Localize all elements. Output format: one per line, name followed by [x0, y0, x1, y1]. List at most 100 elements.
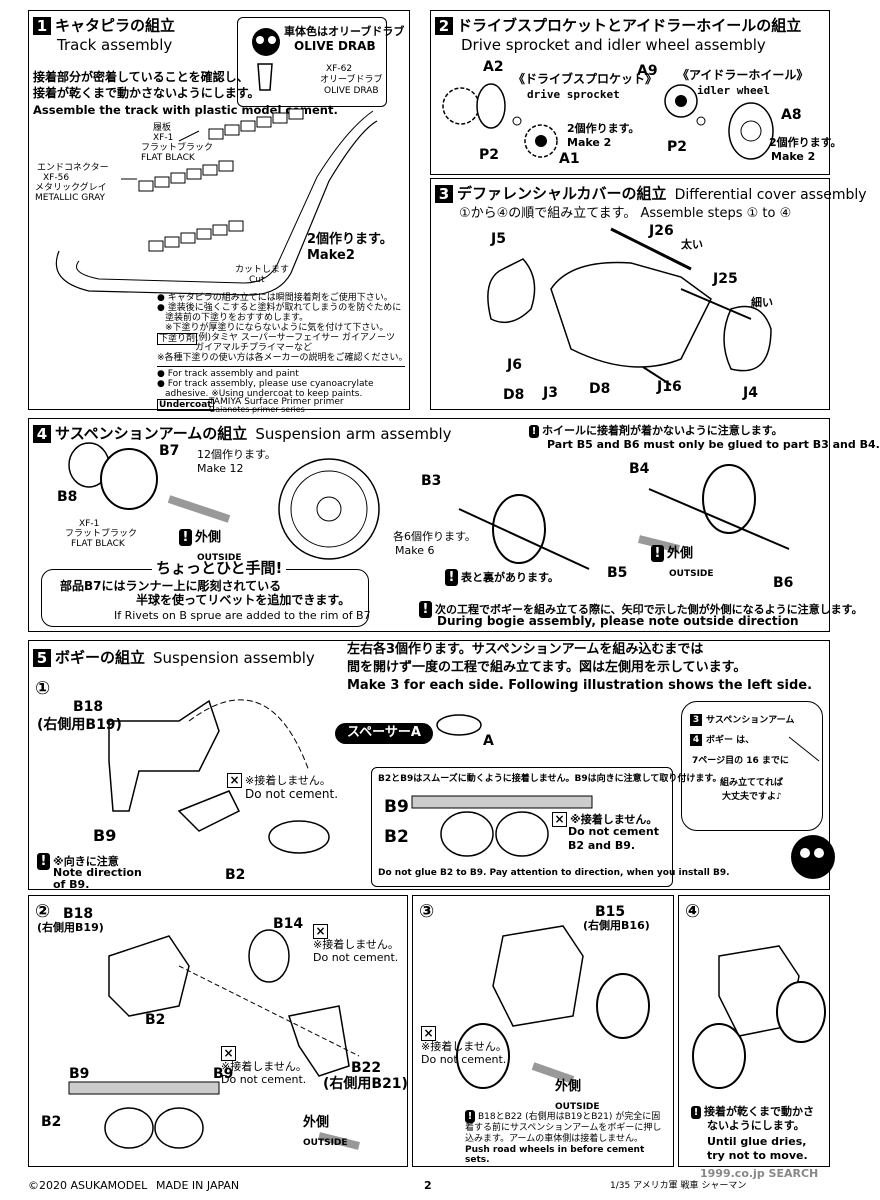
intro-en: Assemble the track with plastic model ce… [33, 103, 338, 117]
side-note-4: 組み立ててれば [720, 778, 784, 788]
mascot-pointer-icon [791, 835, 835, 879]
detail-no-cement: ×※接着しません。 [552, 812, 657, 827]
part-a2: A2 [483, 59, 504, 75]
detail-b9: B9 [384, 797, 409, 817]
shoe-en: FLAT BLACK [141, 153, 195, 163]
sprocket-jp: 《ドライブスプロケット》 [513, 72, 658, 86]
detail-en: Do not glue B2 to B9. Pay attention to d… [378, 868, 730, 878]
diff-cover-illustration [487, 227, 772, 386]
sprocket-en: drive sprocket [527, 88, 620, 101]
no-cement-icon: × [227, 773, 242, 788]
thin-label: 細い [751, 296, 773, 309]
sub1-number: ① [35, 678, 51, 699]
part-j16: J16 [657, 379, 682, 395]
sub3-b15: B15 [595, 904, 626, 920]
part-p2-left: P2 [479, 147, 500, 163]
make12-en: Make 12 [197, 462, 244, 475]
sub2-b9-left: B9 [69, 1066, 90, 1082]
track-illustration [55, 108, 378, 296]
flat-code: XF-1 [79, 519, 100, 529]
part-b2: B2 [225, 867, 246, 883]
paint-jp: オリーブドラブ [320, 75, 383, 85]
end-jp: メタリックグレイ [35, 183, 107, 193]
note-jp-1: ● キャタピラの組み立てには瞬間接着剤をご使用下さい。 [157, 293, 393, 303]
footer-copyright: ©2020 ASUKAMODEL [28, 1179, 148, 1192]
paint-code: XF-62 [326, 64, 353, 74]
part-d8-left: D8 [503, 387, 525, 403]
shoe-jp: フラットブラック [141, 143, 214, 153]
note-jp-7: ※各種下塗りの使い方は各メーカーの説明をご確認ください。 [157, 353, 408, 363]
direction-en-2: of B9. [53, 878, 90, 891]
tip-box: ちょっとひと手間! 部品B7にはランナー上に彫刻されている 半球を使ってリベット… [41, 559, 371, 627]
footer-watermark: 1999.co.jp SEARCH [700, 1167, 819, 1180]
bogie-illustration-1 [108, 699, 820, 854]
step5-sub2-panel: ② B18 (右側用B19) B14 ×※接着しません。Do not cemen… [28, 895, 408, 1167]
part-j3: J3 [543, 385, 558, 401]
part-b4: B4 [629, 461, 650, 477]
suspension-arm-illustration [68, 442, 790, 570]
sub2-b14: B14 [273, 916, 304, 932]
bogie-illustration-3 [456, 925, 650, 1089]
tip-title: ちょっとひと手間! [152, 559, 287, 578]
detail-b2: B2 [384, 827, 409, 847]
cut-en: Cut [249, 275, 265, 285]
intro-jp-2: 接着が乾くまで動かさないようにします。 [33, 86, 260, 100]
step5-intro-jp-2: 間を開けず一度の工程で組み立てます。図は左側用を示しています。 [347, 660, 747, 675]
end-en: METALLIC GRAY [35, 193, 106, 203]
sub4-note-jp-2: ないようにします。 [707, 1119, 805, 1132]
side-note-3: 7ページ目の 16 までに [692, 756, 789, 766]
part-a8: A8 [781, 107, 802, 123]
detail-illustration [411, 795, 593, 857]
sub4-note-en-2: try not to move. [707, 1149, 808, 1162]
sub2-b22-right: (右側用B21) [323, 1076, 408, 1092]
shoe-code: XF-1 [153, 133, 174, 143]
color-note-box: 車体色はオリーブドラブ OLIVE DRAB XF-62 オリーブドラブ OLI… [237, 17, 404, 107]
part-b7: B7 [159, 443, 180, 459]
sub3-note: !B18とB22 (右側用はB19とB21) が完全に固着する前にサスペンション… [465, 1110, 662, 1166]
intro-jp-1: 接着部分が密着していることを確認し、 [33, 70, 249, 84]
paint-en: OLIVE DRAB [324, 86, 379, 96]
make2-jp: 2個作ります。 [307, 232, 393, 247]
note-jp-3: 塗装前の下塗りをおすすめします。 [165, 313, 309, 323]
part-b6: B6 [773, 575, 794, 591]
make2-en: Make2 [307, 248, 355, 263]
notes-divider [157, 366, 405, 367]
part-b18-right: (右側用B19) [37, 717, 122, 733]
bogie-note-en: During bogie assembly, please note outsi… [437, 614, 799, 628]
step5-intro-jp-1: 左右各3個作ります。サスペンションアームを組み込むまでは [347, 642, 704, 657]
make6-jp: 各6個作ります。 [393, 530, 476, 543]
step5-sub4-panel: ④ !接着が乾くまで動かさ ないようにします。 Until glue dries… [678, 895, 830, 1167]
bogie-note-jp: !次の工程でボギーを組み立てる際に、矢印で示した側が外側になるように注意します。 [419, 601, 863, 618]
detail-no-cement-en-1: Do not cement [568, 825, 659, 838]
undercoat-en-label: Undercoat [157, 399, 214, 412]
step3-sub: ①から④の順で組み立てます。 Assemble steps ① to ④ [459, 206, 792, 221]
part-j4: J4 [743, 385, 758, 401]
sub2-b22: B22 [351, 1060, 382, 1076]
part-p2-right: P2 [667, 139, 688, 155]
part-b9: B9 [93, 826, 117, 845]
flat-en: FLAT BLACK [71, 539, 125, 549]
note-en-3: adhesive. ※Using undercoat to keep paint… [165, 389, 363, 399]
note-jp-2: ● 塗装後に強くこすると塗料が取れてしまうのを防ぐために [157, 303, 402, 313]
step5-sub3-panel: ③ B15 (右側用B16) ×※接着しません。Do not cement. 外… [412, 895, 674, 1167]
sub2-b2-bottom: B2 [41, 1114, 62, 1130]
footer-made: MADE IN JAPAN [156, 1179, 240, 1192]
make12-jp: 12個作ります。 [197, 448, 276, 461]
tip-jp-2: 半球を使ってリベットを追加できます。 [136, 593, 351, 607]
part-d8-right: D8 [589, 381, 611, 397]
make6-en: Make 6 [395, 544, 435, 557]
part-j25: J25 [713, 271, 738, 287]
sub2-no-cement-2: ×※接着しません。Do not cement. [221, 1046, 307, 1086]
wheel-warn-jp: !ホイールに接着剤が着かないように注意します。 [529, 424, 783, 438]
idler-jp: 《アイドラーホイール》 [677, 68, 809, 82]
